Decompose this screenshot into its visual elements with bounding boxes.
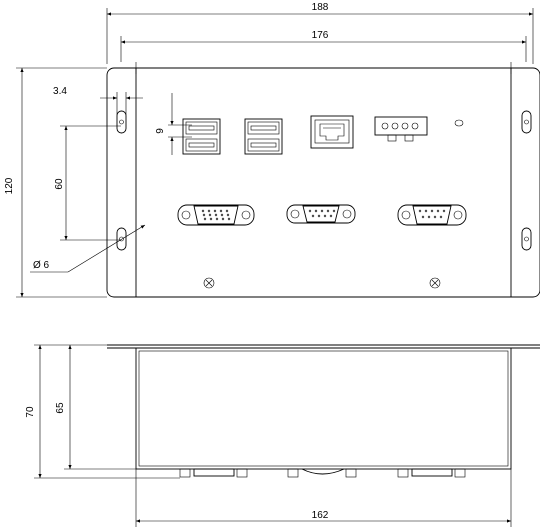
serial-port-2	[397, 204, 467, 226]
dim-inner-width: 176	[312, 30, 329, 41]
led-indicator	[454, 119, 464, 127]
dim-side-height-total: 70	[25, 406, 36, 418]
mounting-slot-top-left	[116, 110, 127, 134]
serial-port-1	[286, 204, 356, 224]
dim-slot-spacing: 60	[54, 178, 65, 190]
dim-body-length: 162	[312, 510, 329, 521]
dim-hole-diameter: Ø 6	[33, 260, 50, 271]
side-connector-vga	[179, 468, 248, 478]
dim-side-height-body: 65	[55, 402, 66, 414]
usb-port-pair-1	[182, 118, 221, 155]
dim-usb-pitch: 9	[155, 128, 166, 134]
side-view	[107, 344, 540, 478]
dim-slot-offset: 3.4	[53, 86, 67, 97]
dim-height: 120	[4, 177, 15, 194]
side-body	[135, 347, 512, 470]
mounting-slot-top-right	[521, 110, 532, 134]
front-dimensions: 188 176 3.4 9 60 120 Ø 6	[4, 2, 534, 298]
dim-overall-width: 188	[312, 2, 329, 13]
front-view	[106, 62, 540, 298]
side-dimensions: 70 65 162	[25, 344, 512, 527]
rj45-port	[310, 115, 354, 149]
front-panel-outline	[106, 67, 540, 298]
side-body-inner	[138, 350, 509, 467]
side-connector-serial-2	[397, 468, 466, 478]
vga-port	[177, 204, 255, 226]
screw-left	[203, 277, 215, 289]
screw-right	[429, 277, 441, 289]
mounting-slot-bottom-right	[521, 227, 532, 251]
usb-port-pair-2	[244, 118, 283, 155]
side-connector-serial-1	[287, 468, 357, 478]
power-terminal-block	[374, 116, 428, 142]
